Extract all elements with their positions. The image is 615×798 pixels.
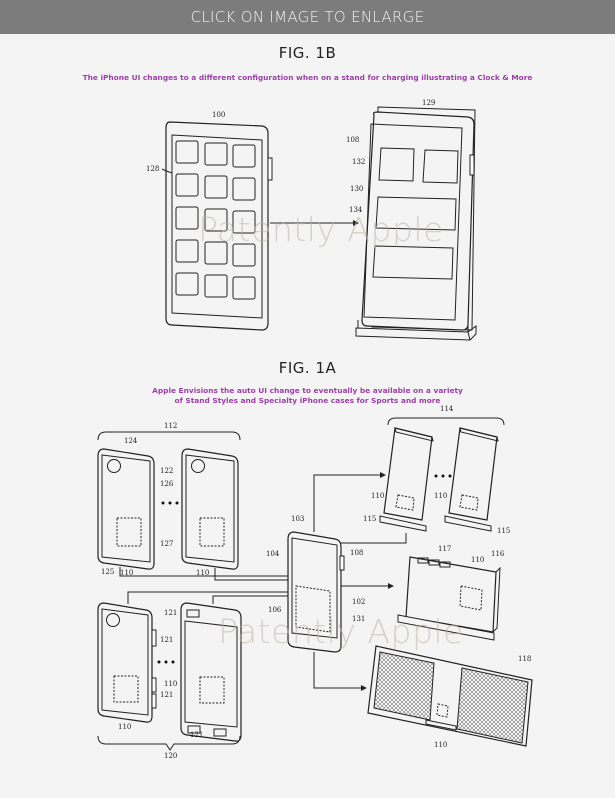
label-110-speaker: 110 bbox=[434, 741, 447, 749]
stand-1 bbox=[379, 427, 434, 532]
label-106: 106 bbox=[268, 606, 282, 614]
label-108: 108 bbox=[346, 136, 359, 144]
label-108-1a: 108 bbox=[350, 549, 363, 557]
label-132: 132 bbox=[352, 158, 365, 166]
label-110-case2: 110 bbox=[196, 569, 209, 577]
label-116: 116 bbox=[491, 550, 505, 558]
label-122: 122 bbox=[160, 467, 173, 475]
label-110-case1: 110 bbox=[120, 569, 133, 577]
fig-1a-title: FIG. 1A bbox=[278, 359, 337, 377]
speaker-dock bbox=[367, 645, 533, 747]
label-115-a: 115 bbox=[363, 515, 376, 523]
label-126: 126 bbox=[160, 480, 174, 488]
label-127: 127 bbox=[160, 540, 173, 548]
sport-case-1 bbox=[97, 602, 157, 723]
center-device bbox=[287, 531, 345, 653]
label-100: 100 bbox=[212, 111, 225, 119]
label-110-dock: 110 bbox=[471, 556, 484, 564]
label-125: 125 bbox=[101, 568, 114, 576]
label-134: 134 bbox=[349, 206, 363, 214]
stand-2 bbox=[444, 427, 499, 532]
label-110-stand2: 110 bbox=[434, 492, 447, 500]
fig-1b-title: FIG. 1B bbox=[278, 44, 337, 62]
label-128: 128 bbox=[146, 165, 159, 173]
label-110-stand1: 110 bbox=[371, 492, 384, 500]
label-129: 129 bbox=[422, 99, 435, 107]
case-1 bbox=[97, 448, 155, 570]
label-120: 120 bbox=[164, 752, 177, 760]
fig-1b-caption: The iPhone UI changes to a different con… bbox=[82, 73, 533, 82]
label-115-b: 115 bbox=[497, 527, 510, 535]
fig-1a-caption-line2: of Stand Styles and Specialty iPhone cas… bbox=[174, 396, 441, 405]
label-102: 102 bbox=[352, 598, 365, 606]
dock bbox=[397, 556, 501, 641]
case-2 bbox=[181, 448, 239, 570]
label-104: 104 bbox=[266, 550, 280, 558]
label-124: 124 bbox=[124, 437, 138, 445]
label-121-b: 121 bbox=[160, 691, 173, 699]
label-121-d: 121 bbox=[190, 731, 203, 739]
label-103: 103 bbox=[291, 515, 304, 523]
label-131: 131 bbox=[352, 615, 365, 623]
label-110-sport1: 110 bbox=[118, 723, 131, 731]
fig-1b-stand-phone bbox=[355, 106, 477, 341]
sport-case-2 bbox=[180, 602, 242, 742]
fig-1a-caption-line1: Apple Envisions the auto UI change to ev… bbox=[152, 386, 463, 395]
label-121-a: 121 bbox=[160, 636, 173, 644]
fig-1b-home-phone bbox=[165, 121, 273, 331]
label-117: 117 bbox=[438, 545, 451, 553]
ellipsis-dots bbox=[161, 501, 179, 505]
label-114: 114 bbox=[440, 405, 454, 413]
label-130: 130 bbox=[350, 185, 363, 193]
label-121-c: 121 bbox=[164, 609, 177, 617]
label-118: 118 bbox=[518, 655, 531, 663]
label-110-sport2: 110 bbox=[164, 680, 177, 688]
enlarge-banner[interactable]: CLICK ON IMAGE TO ENLARGE bbox=[0, 0, 615, 34]
label-112: 112 bbox=[164, 422, 177, 430]
